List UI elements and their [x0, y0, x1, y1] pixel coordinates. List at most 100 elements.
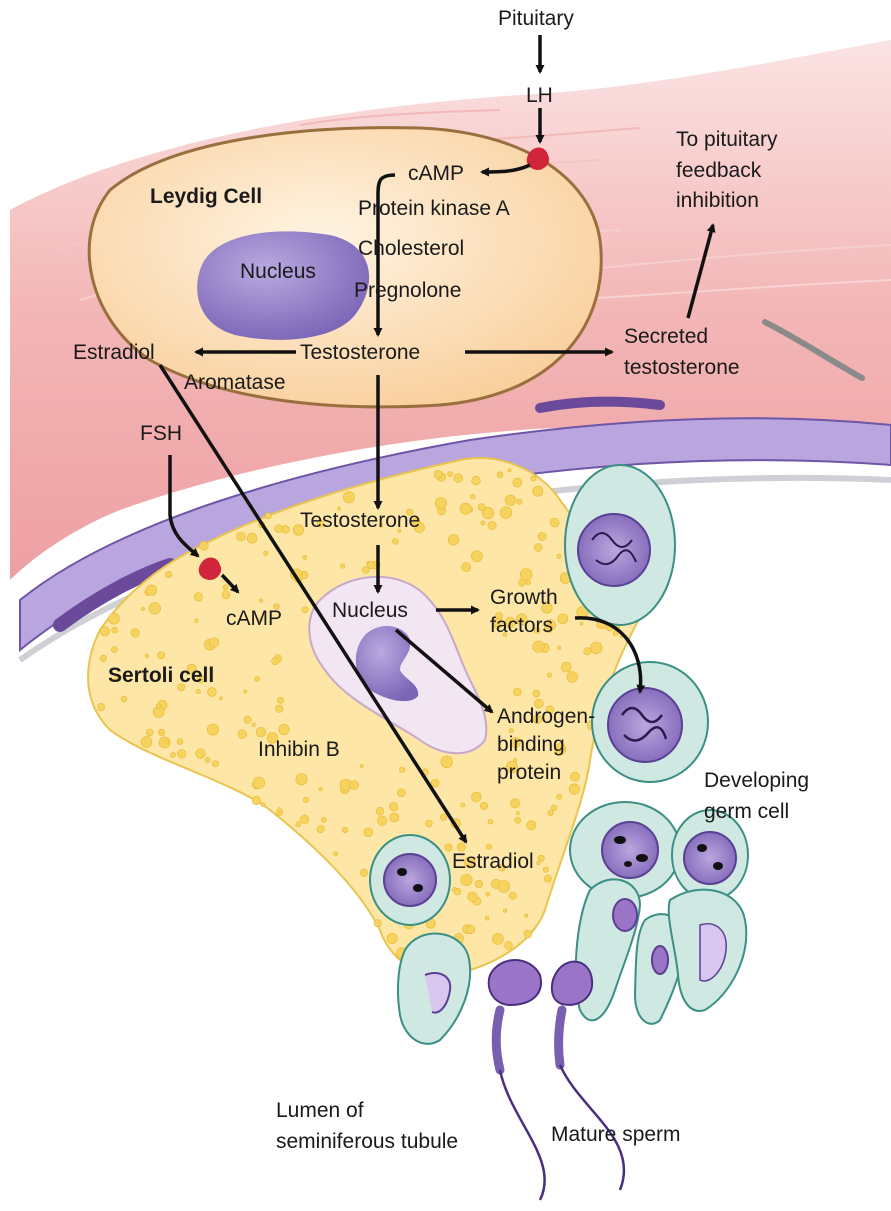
- sertoli-granule: [561, 662, 571, 672]
- sertoli-granule: [376, 807, 384, 815]
- sertoli-granule: [527, 821, 536, 830]
- sertoli-granule: [360, 764, 363, 767]
- sertoli-granule: [557, 794, 562, 799]
- sertoli-granule: [526, 581, 530, 585]
- sertoli-granule: [261, 803, 265, 807]
- sertoli-granule: [485, 916, 489, 920]
- sertoli-nucleus-label: Nucleus: [332, 599, 408, 622]
- sertoli-granule: [334, 852, 338, 856]
- secreted-label-1: Secreted: [624, 325, 708, 348]
- sertoli-granule: [255, 676, 260, 681]
- growth-factors-label-1: Growth: [490, 586, 558, 609]
- sertoli-granule: [321, 817, 326, 822]
- sertoli-granule: [205, 757, 210, 762]
- sertoli-granule: [238, 730, 247, 739]
- testosterone-label: Testosterone: [300, 341, 420, 364]
- sertoli-granule: [244, 690, 247, 693]
- germ-cell-label-1: Developing: [704, 769, 809, 792]
- sertoli-granule: [397, 789, 405, 797]
- sertoli-granule: [516, 812, 519, 815]
- sertoli-granule: [440, 814, 446, 820]
- sertoli-granule: [350, 781, 359, 790]
- sertoli-granule: [547, 673, 552, 678]
- sertoli-granule: [461, 874, 473, 886]
- sertoli-granule: [538, 532, 546, 540]
- sertoli-granule: [196, 689, 200, 693]
- sertoli-granule: [259, 599, 262, 602]
- sertoli-granule: [145, 654, 149, 658]
- sertoli-granule: [252, 723, 256, 727]
- sertoli-granule: [454, 474, 463, 483]
- sertoli-granule: [533, 690, 540, 697]
- sertoli-granule: [472, 476, 481, 485]
- sertoli-granule: [296, 822, 301, 827]
- sertoli-granule: [570, 772, 579, 781]
- sertoli-granule: [505, 495, 515, 505]
- sertoli-granule: [121, 696, 127, 702]
- sertoli-granule: [510, 799, 519, 808]
- lh-label: LH: [526, 84, 553, 107]
- sertoli-granule: [156, 704, 161, 709]
- sertoli-granule: [509, 892, 516, 899]
- sertoli-granule: [543, 867, 548, 872]
- sertoli-granule: [513, 478, 522, 487]
- estradiol-sertoli-label: Estradiol: [452, 850, 534, 873]
- sertoli-granule: [360, 869, 367, 876]
- feedback-label-2: feedback: [676, 159, 762, 182]
- sertoli-granule: [544, 875, 551, 882]
- sertoli-granule: [146, 729, 153, 736]
- sertoli-granule: [111, 647, 117, 653]
- sertoli-granule: [277, 697, 283, 703]
- sertoli-granule: [426, 820, 433, 827]
- sertoli-granule: [141, 737, 152, 748]
- sertoli-granule: [584, 648, 591, 655]
- sertoli-granule: [492, 933, 503, 944]
- sertoli-granule: [520, 569, 532, 581]
- sertoli-granule: [296, 774, 307, 785]
- sertoli-granule: [303, 797, 308, 802]
- sertoli-granule: [462, 563, 471, 572]
- protein-kinase-label: Protein kinase A: [358, 197, 510, 220]
- sertoli-granule: [141, 607, 145, 611]
- sertoli-granule: [505, 942, 513, 950]
- sertoli-granule: [319, 787, 322, 790]
- sertoli-granule: [488, 819, 493, 824]
- sertoli-granule: [207, 724, 218, 735]
- sertoli-granule: [580, 622, 583, 625]
- leydig-nucleus-label: Nucleus: [240, 260, 316, 283]
- sertoli-granule: [486, 844, 492, 850]
- sertoli-granule: [275, 525, 283, 533]
- sertoli-granule: [537, 862, 540, 865]
- sertoli-granule: [222, 591, 230, 599]
- cholesterol-label: Cholesterol: [358, 237, 464, 260]
- sertoli-cell-label: Sertoli cell: [108, 664, 214, 687]
- sertoli-granule: [166, 571, 172, 577]
- sertoli-granule: [158, 652, 165, 659]
- fsh-label: FSH: [140, 422, 182, 445]
- sertoli-granule: [256, 727, 266, 737]
- sertoli-granule: [500, 507, 512, 519]
- sertoli-granule: [486, 892, 490, 896]
- sertoli-granule: [497, 472, 503, 478]
- sertoli-granule: [177, 739, 183, 745]
- sertoli-granule: [377, 816, 386, 825]
- sertoli-granule: [567, 672, 578, 683]
- estradiol-label: Estradiol: [73, 341, 155, 364]
- sertoli-granule: [194, 619, 198, 623]
- leydig-cell-label: Leydig Cell: [150, 185, 262, 208]
- sertoli-granule: [531, 476, 536, 481]
- sertoli-granule: [317, 826, 324, 833]
- secreted-label-2: testosterone: [624, 356, 740, 379]
- sertoli-granule: [342, 827, 348, 833]
- sertoli-granule: [448, 535, 459, 546]
- sertoli-granule: [210, 638, 219, 647]
- sertoli-granule: [149, 603, 161, 615]
- sertoli-granule: [199, 541, 208, 550]
- sertoli-granule: [461, 803, 465, 807]
- germ-cell-label-2: germ cell: [704, 800, 789, 823]
- sertoli-granule: [515, 817, 521, 823]
- aromatase-label: Aromatase: [184, 371, 286, 394]
- mature-sperm-label: Mature sperm: [551, 1123, 681, 1146]
- sertoli-granule: [435, 498, 446, 509]
- sertoli-granule: [551, 805, 557, 811]
